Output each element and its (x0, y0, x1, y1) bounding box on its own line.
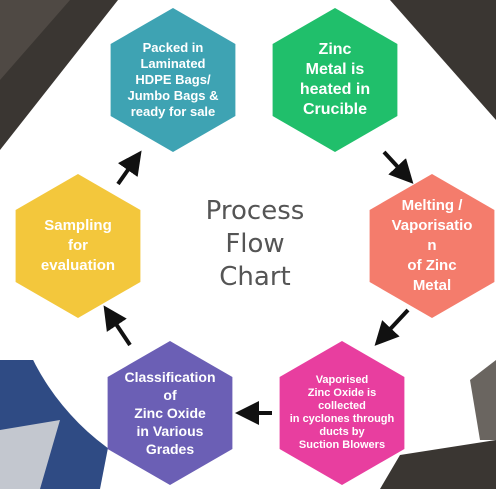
background-photo-right-edge (470, 360, 496, 440)
hexagon-label-melting: Melting / Vaporisatio n of Zinc Metal (391, 197, 473, 294)
hexagon-packed (110, 8, 236, 152)
hexagon-label-vaporised: Vaporised Zinc Oxide is collected in cyc… (289, 374, 395, 451)
background-photo-top-right (390, 0, 496, 120)
arrow-sampling-to-packed (116, 150, 142, 186)
hexagon-classification (107, 341, 233, 485)
hexagon-label-sampling: Sampling for evaluation (40, 217, 116, 274)
arrow-zinc-to-melting (382, 150, 414, 184)
hexagon-label-packed: Packed in Laminated HDPE Bags/ Jumbo Bag… (127, 40, 219, 119)
hexagon-label-zinc-heated: Zinc Metal is heated in Crucible (299, 41, 371, 118)
arrow-melting-to-vaporised (374, 308, 410, 346)
arrow-classification-to-sampling (103, 305, 132, 347)
background-photo-top-left-shade (0, 0, 70, 80)
hexagon-label-classification: Classification of Zinc Oxide in Various … (124, 369, 216, 457)
background-photo-bottom-left-highlight (0, 420, 60, 489)
hexagon-melting (369, 174, 495, 318)
hexagon-zinc-heated (272, 8, 398, 152)
hexagon-sampling (15, 174, 141, 318)
hexagon-vaporised (279, 341, 405, 485)
background-photo-bottom-right (380, 440, 496, 489)
diagram-title: Process Flow Chart (205, 196, 305, 292)
